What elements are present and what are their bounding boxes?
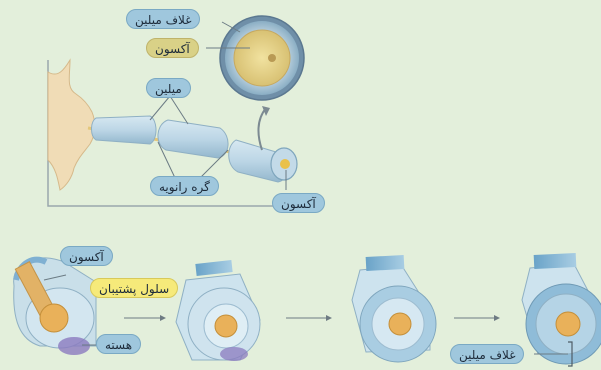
axon-core-large: [234, 30, 290, 86]
stage-3: [352, 262, 436, 362]
label-ranvier-node: گره رانویه: [150, 176, 219, 196]
leader-myelin-2: [170, 96, 188, 124]
stage-4: [522, 260, 601, 366]
label-support-cell: سلول پشتیبان: [90, 278, 178, 298]
label-axon-end: آکسون: [272, 193, 325, 213]
neuron-cell-body: [48, 60, 95, 190]
label-nucleus: هسته: [96, 334, 141, 354]
label-axon-bottom: آکسون: [60, 246, 113, 266]
myelin-segment-1: [92, 116, 157, 144]
stage-2: [176, 266, 260, 361]
myelin-segment-2: [158, 120, 228, 158]
axon-core-dot: [268, 54, 276, 62]
label-myelin: میلین: [146, 78, 191, 98]
label-myelin-sheath-top: غلاف میلین: [126, 9, 200, 29]
stage-1: [14, 258, 96, 355]
label-myelin-sheath-bottom: غلاف میلین: [450, 344, 524, 364]
label-axon-top: آکسون: [146, 38, 199, 58]
axon-core-small: [280, 159, 290, 169]
nucleus-1: [58, 337, 90, 355]
leader-myelin-1: [150, 96, 170, 120]
zoom-arrow: [259, 108, 266, 150]
